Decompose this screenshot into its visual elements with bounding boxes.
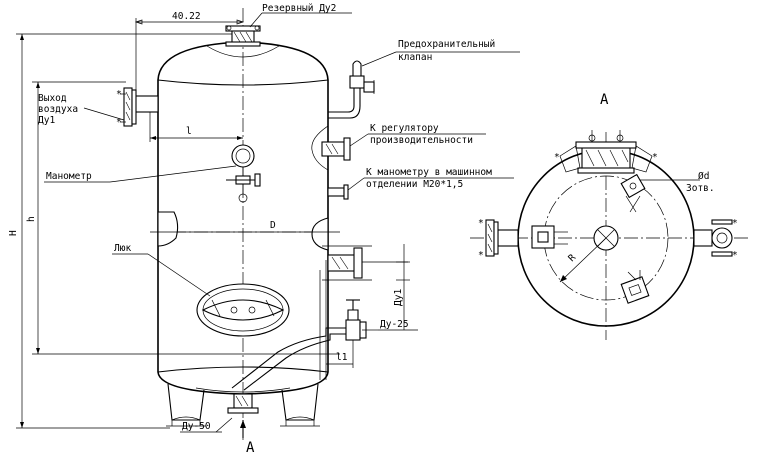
view-a-top-flange: * * xyxy=(554,130,658,174)
hole-label-2: 3отв. xyxy=(686,183,715,194)
du1-vertical-label: Ду1 xyxy=(393,289,404,306)
d-dimension-text: D xyxy=(270,220,276,231)
view-a-lower-element xyxy=(620,270,650,304)
right-boss xyxy=(311,217,329,251)
l-dimension-text: l xyxy=(186,126,192,137)
air-outlet-label-1: Выход xyxy=(38,93,67,104)
h-overall-text: H xyxy=(8,230,19,236)
air-outlet-label-3: Ду1 xyxy=(38,115,55,126)
svg-text:*: * xyxy=(116,89,122,100)
manhole xyxy=(196,283,290,337)
view-a: A * * xyxy=(470,92,748,340)
bottom-nozzle xyxy=(227,393,259,414)
machine-manometer-label-1: К манометру в машинном xyxy=(366,167,492,178)
machine-manometer-label-2: отделении М20*1,5 xyxy=(366,179,463,190)
air-outlet-nozzle: * * xyxy=(116,87,159,128)
view-a-valve-upper xyxy=(620,173,646,213)
svg-text:*: * xyxy=(478,218,484,229)
lower-side-nozzle xyxy=(322,245,408,281)
reserve-label: Резервный Ду2 xyxy=(262,3,336,14)
view-a-left-element xyxy=(531,225,568,249)
machine-manometer-nozzle xyxy=(327,184,349,200)
regulator-label-1: К регулятору xyxy=(370,123,439,134)
safety-valve-label-1: Предохранительный xyxy=(398,39,495,50)
manometer-label: Манометр xyxy=(46,171,92,182)
regulator-label-2: производительности xyxy=(370,135,473,146)
svg-text:*: * xyxy=(652,152,658,163)
air-outlet-label-2: воздуха xyxy=(38,104,78,115)
r-radius-line xyxy=(559,237,607,283)
hatch-label: Люк xyxy=(114,243,131,254)
internal-drain-pipe xyxy=(231,327,348,389)
hole-label-1: Ød xyxy=(698,171,709,182)
view-a-top-label: A xyxy=(600,92,609,108)
svg-text:*: * xyxy=(478,250,484,261)
left-boss xyxy=(157,211,179,247)
r-radius-text: R xyxy=(566,252,578,264)
svg-text:*: * xyxy=(116,117,122,128)
reserve-leader xyxy=(249,12,263,28)
l1-dimension-text: l1 xyxy=(336,352,348,363)
manometer-gauge xyxy=(226,144,261,203)
svg-text:*: * xyxy=(554,152,560,163)
support-legs xyxy=(166,383,320,427)
du50-label: Ду-50 xyxy=(182,421,211,432)
reserve-nozzle xyxy=(225,25,261,47)
view-a-right-nozzle: * * xyxy=(693,218,738,261)
view-a-left-nozzle: * * xyxy=(478,218,519,261)
safety-valve-label-2: клапан xyxy=(398,52,432,63)
front-view: Резервный Ду2 40.22 * * Выход воздуха Ду… xyxy=(8,3,520,456)
h-inner-text: h xyxy=(26,216,37,222)
svg-text:*: * xyxy=(732,250,738,261)
regulator-nozzle xyxy=(311,125,351,171)
du25-label: Ду-25 xyxy=(380,319,409,330)
top-dimension-text: 40.22 xyxy=(172,11,201,22)
svg-text:*: * xyxy=(732,218,738,229)
view-a-bottom-label: A xyxy=(246,440,255,456)
safety-valve xyxy=(328,60,375,119)
du25-valve xyxy=(345,299,378,341)
